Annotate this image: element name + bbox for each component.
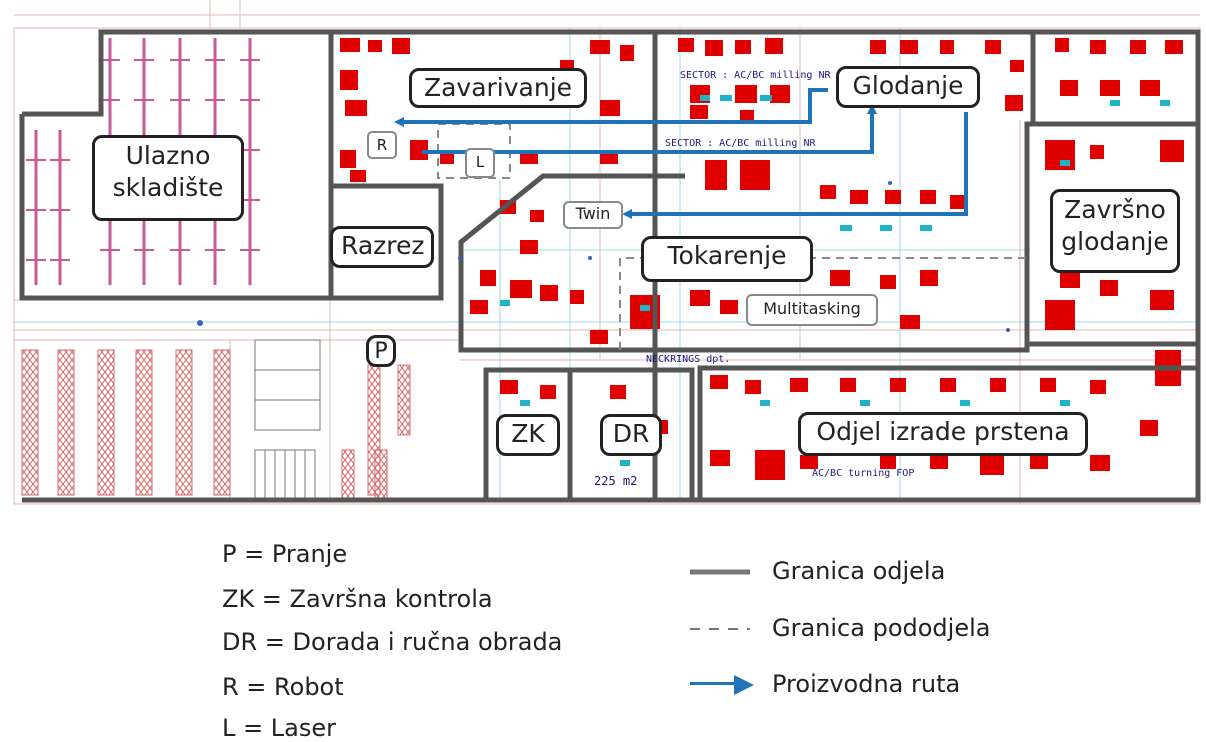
legend-abbr-p: P = Pranje: [222, 540, 348, 568]
legend-solid-line-label: Granica odjela: [772, 557, 946, 585]
column-markers: [197, 181, 1010, 332]
storage-racks: [21, 349, 411, 501]
legend-dashed-line-label: Granica pododjela: [772, 614, 991, 642]
zone-label-twin: Twin: [563, 201, 623, 229]
department-boundaries: [19, 29, 1201, 503]
zone-label-odjel-izrade-prstena: Odjel izrade prstena: [798, 412, 1088, 456]
machine-accents: [500, 95, 1170, 466]
floor-plan: SECTOR : AC/BC milling NR SECTOR : AC/BC…: [13, 0, 1201, 505]
legend-symbols: [690, 569, 750, 685]
legend-abbr-dr: DR = Dorada i ručna obrada: [222, 628, 563, 656]
legend-route-label: Proizvodna ruta: [772, 670, 961, 698]
plan-text-turning: AC/BC turning FOP: [812, 468, 915, 479]
zone-label-tokarenje: Tokarenje: [641, 236, 813, 282]
zone-label-zavarivanje: Zavarivanje: [409, 68, 587, 108]
legend: P = Pranje ZK = Završna kontrola DR = Do…: [0, 515, 1206, 742]
zone-label-glodanje: Glodanje: [836, 66, 980, 108]
zone-label-razrez: Razrez: [330, 226, 434, 268]
zone-label-zk: ZK: [496, 414, 560, 456]
zone-label-multitasking: Multitasking: [746, 294, 878, 326]
zone-label-dr: DR: [600, 414, 662, 456]
zone-label-p: P: [366, 335, 396, 367]
plan-text-milling-1: SECTOR : AC/BC milling NR: [680, 70, 831, 81]
plan-text-neckrings: NECKRINGS dpt.: [646, 354, 731, 365]
zone-label-l: L: [465, 148, 495, 178]
zone-label-r: R: [367, 131, 397, 159]
legend-abbr-r: R = Robot: [222, 673, 344, 701]
route-arrow-head: [734, 675, 754, 695]
stairs-block: [254, 339, 321, 501]
zone-label-zavrsno-glodanje: Završno glodanje: [1050, 189, 1180, 273]
legend-abbr-l: L = Laser: [222, 714, 336, 742]
legend-abbr-zk: ZK = Završna kontrola: [222, 585, 493, 613]
zone-label-ulazno-skladiste: Ulazno skladište: [92, 135, 244, 221]
plan-text-area: 225 m2: [594, 474, 638, 488]
machines: [340, 38, 1184, 480]
production-route: [394, 88, 968, 219]
plan-text-milling-2: SECTOR : AC/BC milling NR: [665, 138, 816, 149]
